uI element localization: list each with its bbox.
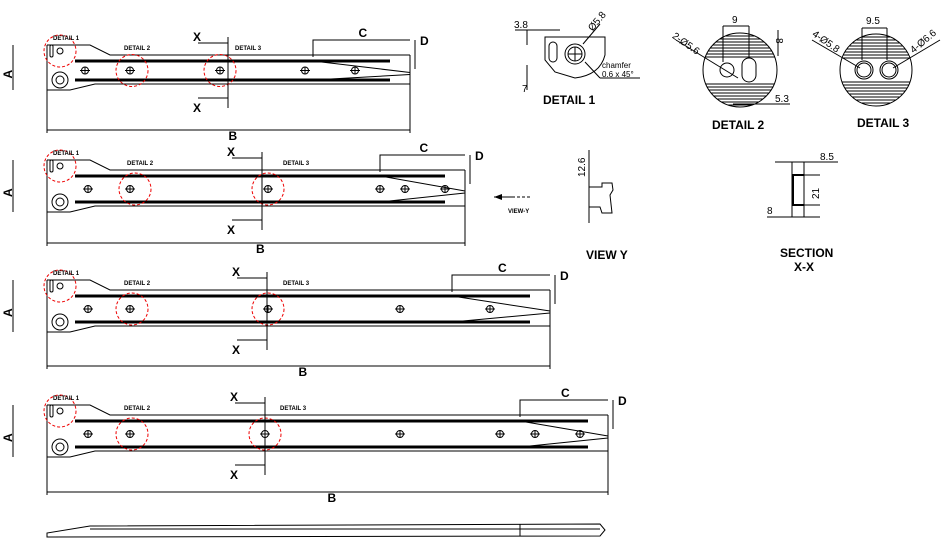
detail1-label: DETAIL 1 [53, 151, 80, 157]
section-bottom-dim: 8 [767, 206, 773, 217]
section-subtitle: X-X [794, 260, 814, 274]
detail2-top-dim: 9 [732, 15, 738, 26]
detail3-left-dim: 4-Ø5.8 [810, 29, 842, 56]
dim-c: C [359, 26, 368, 40]
detail-circle-3 [251, 292, 285, 326]
detail1-label: DETAIL 1 [53, 396, 80, 402]
section-title: SECTION [780, 246, 833, 260]
section-mark-bottom: X [230, 468, 238, 482]
detail-circle-3 [251, 172, 285, 206]
view-y-arrow-label: VIEW-Y [508, 209, 529, 215]
section-mark-top: X [193, 30, 201, 44]
dim-b: B [328, 491, 337, 505]
dim-d: D [475, 149, 484, 163]
dim-c: C [561, 386, 570, 400]
section-top-dim: 8.5 [820, 152, 834, 163]
detail-3: 9.5 4-Ø5.8 4-Ø6.6 DETAIL 3 [810, 16, 941, 130]
dim-d: D [420, 34, 429, 48]
section-mark-bottom: X [193, 101, 201, 115]
detail2-right-dim: 8 [773, 38, 784, 44]
section-x-x: 8.5 21 8 SECTION X-X [767, 152, 838, 274]
detail1-height-dim: 7 [522, 84, 528, 95]
detail1-label: DETAIL 1 [53, 36, 80, 42]
detail2-title: DETAIL 2 [712, 118, 765, 132]
dim-b: B [229, 129, 238, 143]
detail3-right-dim: 4-Ø6.6 [908, 28, 939, 56]
section-mark-top: X [227, 145, 235, 159]
dim-d: D [618, 394, 627, 408]
detail-circle-3 [203, 54, 237, 87]
dim-c: C [420, 141, 429, 155]
slide-view: DETAIL 1 DETAIL 2 DETAIL 3 X X A B C D [1, 386, 627, 505]
side-profile [46, 523, 606, 538]
dim-a: A [1, 188, 15, 197]
detail2-label: DETAIL 2 [124, 281, 151, 287]
detail-circle-2 [115, 292, 149, 326]
slide-view: DETAIL 1 DETAIL 2 DETAIL 3 X X A B C D [1, 26, 429, 143]
detail1-title: DETAIL 1 [543, 93, 596, 107]
section-mark-bottom: X [232, 343, 240, 357]
view-y-title: VIEW Y [586, 248, 628, 262]
detail-circle-2 [118, 172, 152, 206]
detail-circle-2 [115, 54, 149, 87]
dim-b: B [256, 242, 265, 256]
section-mark-bottom: X [227, 223, 235, 237]
detail3-top-dim: 9.5 [866, 16, 880, 27]
detail1-chamfer-value: 0.6 x 45° [602, 70, 634, 79]
section-mid-dim: 21 [811, 187, 822, 199]
detail1-label: DETAIL 1 [53, 271, 80, 277]
detail1-diameter-dim: Ø5.8 [586, 10, 609, 34]
dim-a: A [1, 308, 15, 317]
section-mark-top: X [230, 390, 238, 404]
detail-circle-1 [43, 394, 77, 428]
view-y: 12.6 VIEW Y VIEW-Y [494, 150, 628, 262]
dim-d: D [560, 269, 569, 283]
detail3-title: DETAIL 3 [857, 116, 910, 130]
detail2-label: DETAIL 2 [124, 406, 151, 412]
detail3-label: DETAIL 3 [283, 281, 310, 287]
slide-view: DETAIL 1 DETAIL 2 DETAIL 3 X X A B C D [1, 261, 569, 379]
detail3-label: DETAIL 3 [283, 161, 310, 167]
detail-circle-1 [43, 149, 77, 183]
detail2-bottom-dim: 5.3 [775, 94, 789, 105]
dim-b: B [299, 365, 308, 379]
dim-c: C [498, 261, 507, 275]
dim-a: A [1, 70, 15, 79]
detail-2: 9 2-Ø5.6 8 5.3 DETAIL 2 [670, 15, 790, 132]
detail2-label: DETAIL 2 [127, 161, 154, 167]
detail-circle-1 [43, 269, 77, 303]
detail2-holes-dim: 2-Ø5.6 [670, 31, 702, 58]
detail3-label: DETAIL 3 [235, 46, 262, 52]
detail-1: 3.8 7 Ø5.8 chamfer 0.6 x 45° DETAIL 1 [514, 10, 640, 107]
slide-view: DETAIL 1 DETAIL 2 DETAIL 3 X X A B C D [1, 141, 484, 256]
detail-circle-3 [248, 417, 282, 451]
detail2-label: DETAIL 2 [124, 46, 151, 52]
detail-circle-2 [115, 417, 149, 451]
dim-a: A [1, 433, 15, 442]
view-y-dim: 12.6 [577, 157, 588, 177]
detail-circle-1 [43, 34, 77, 68]
detail1-width-dim: 3.8 [514, 20, 528, 31]
section-mark-top: X [232, 265, 240, 279]
detail3-label: DETAIL 3 [280, 406, 307, 412]
detail1-chamfer-label: chamfer [602, 61, 631, 70]
